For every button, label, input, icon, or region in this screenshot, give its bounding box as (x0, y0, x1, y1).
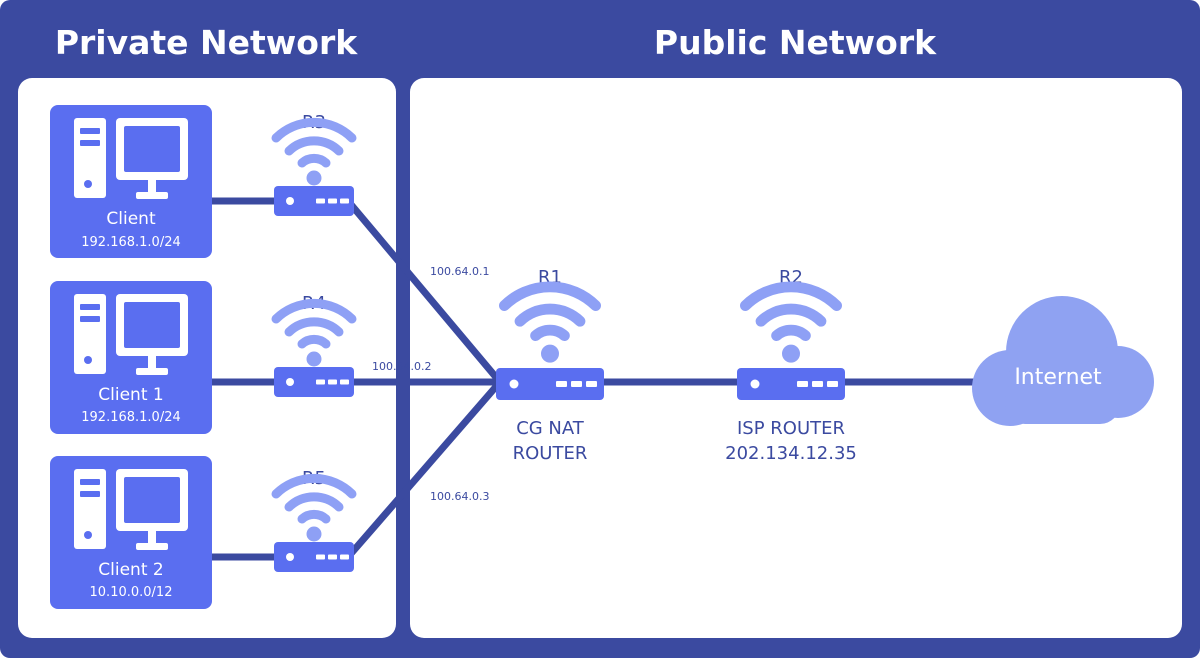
wifi-router-icon (274, 367, 354, 397)
client-card: Client 192.168.1.0/24 (50, 105, 212, 258)
wifi-router-icon (274, 186, 354, 216)
client-subnet: 192.168.1.0/24 (81, 235, 181, 250)
router-name-line2: ROUTER (513, 443, 588, 464)
router-r4: R4 (274, 293, 354, 397)
router-name-line1: ISP ROUTER (737, 418, 845, 439)
router-r3: R3 (274, 112, 354, 216)
client-card: Client 2 10.10.0.0/12 (50, 456, 212, 609)
router-r5: R5 (274, 468, 354, 572)
internet-label: Internet (1014, 365, 1102, 390)
client-name: Client 1 (98, 385, 163, 405)
network-links (208, 197, 979, 561)
cloud-icon (972, 296, 1154, 426)
router-name-line1: CG NAT (516, 418, 585, 439)
client-name: Client (106, 209, 156, 229)
router-r1: R1 CG NAT ROUTER (496, 267, 604, 464)
wifi-router-icon (274, 542, 354, 572)
client-name: Client 2 (98, 560, 163, 580)
router-ip: 202.134.12.35 (725, 443, 857, 464)
client-subnet: 192.168.1.0/24 (81, 410, 181, 425)
internet-cloud: Internet (972, 296, 1154, 426)
router-r2: R2 ISP ROUTER 202.134.12.35 (725, 267, 857, 464)
link-r3-r1 (344, 197, 504, 386)
client-subnet: 10.10.0.0/12 (90, 585, 173, 600)
wifi-router-icon (737, 368, 845, 400)
link-ip-r5: 100.64.0.3 (430, 490, 489, 503)
link-ip-r4: 100.64.0.2 (372, 360, 431, 373)
wifi-router-icon (496, 368, 604, 400)
link-r5-r1 (344, 378, 504, 561)
public-network-header: Public Network (654, 23, 937, 62)
client-card: Client 1 192.168.1.0/24 (50, 281, 212, 434)
private-network-header: Private Network (55, 23, 358, 62)
link-ip-r3: 100.64.0.1 (430, 265, 489, 278)
